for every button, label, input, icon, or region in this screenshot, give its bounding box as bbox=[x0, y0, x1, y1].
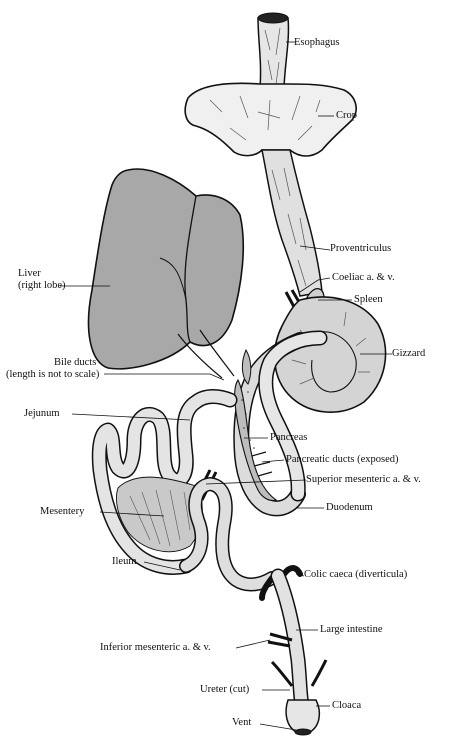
label-spleen: Spleen bbox=[354, 294, 383, 305]
label-liver-sub: (right lobe) bbox=[18, 280, 66, 291]
cloaca bbox=[285, 699, 321, 733]
leader-bile bbox=[104, 373, 225, 381]
leader-superior-mesenteric bbox=[205, 479, 307, 485]
ureter-cut-left bbox=[270, 660, 294, 687]
esophagus-texture bbox=[264, 27, 281, 85]
label-bile-ducts: Bile ducts bbox=[54, 357, 97, 368]
proventriculus-texture bbox=[271, 167, 307, 287]
label-proventriculus: Proventriculus bbox=[330, 243, 392, 254]
label-pancreatic-ducts: Pancreatic ducts (exposed) bbox=[286, 454, 399, 465]
jejunum-coil-main-fill bbox=[93, 390, 236, 574]
pancreas bbox=[234, 378, 278, 502]
label-cloaca: Cloaca bbox=[332, 700, 362, 711]
leader-lines bbox=[60, 41, 392, 731]
gizzard bbox=[273, 296, 387, 413]
large-intestine-fill bbox=[272, 570, 308, 712]
label-pancreas: Pancreas bbox=[270, 432, 308, 443]
liver-lobe-edge bbox=[159, 257, 187, 301]
colic-caecum-left bbox=[259, 575, 275, 601]
label-ureter: Ureter (cut) bbox=[200, 684, 250, 695]
label-mesentery: Mesentery bbox=[40, 506, 85, 517]
leader-mesentery bbox=[99, 511, 165, 517]
label-liver: Liver bbox=[18, 268, 41, 279]
crop bbox=[184, 82, 357, 157]
bile-duct-2 bbox=[199, 329, 235, 377]
leader-inferior-mesenteric bbox=[235, 639, 271, 649]
bile-duct-1 bbox=[177, 333, 223, 379]
gizzard-tendon bbox=[311, 331, 357, 393]
label-colic-caeca: Colic caeca (diverticula) bbox=[304, 569, 408, 580]
label-duodenum: Duodenum bbox=[326, 502, 373, 513]
vent bbox=[294, 728, 312, 736]
leader-vent bbox=[259, 723, 297, 731]
crop-texture bbox=[209, 95, 321, 141]
esophagus-tube bbox=[257, 17, 290, 89]
pancreas-lobule bbox=[241, 348, 252, 385]
colic-caecum-right bbox=[281, 565, 303, 577]
leader-ileum bbox=[143, 561, 181, 571]
leader-coeliac bbox=[299, 277, 331, 293]
inferior-mesenteric-vessels bbox=[267, 632, 293, 648]
ileum-fill bbox=[180, 478, 278, 590]
leader-proventriculus bbox=[299, 245, 331, 251]
mesentery-striations bbox=[129, 489, 191, 547]
liver-right-lobe bbox=[87, 168, 245, 370]
duodenum-ascending-fill bbox=[259, 332, 326, 500]
esophagus-opening bbox=[257, 12, 289, 24]
label-superior-mesenteric: Superior mesenteric a. & v. bbox=[306, 474, 421, 485]
label-esophagus: Esophagus bbox=[294, 37, 340, 48]
pancreatic-ducts bbox=[251, 451, 273, 477]
leader-jejunum bbox=[71, 413, 191, 421]
label-jejunum: Jejunum bbox=[24, 408, 60, 419]
label-vent: Vent bbox=[232, 717, 252, 728]
leader-colic bbox=[295, 573, 305, 577]
mesentery bbox=[116, 476, 203, 553]
label-large-intestine: Large intestine bbox=[320, 624, 383, 635]
leader-pancreatic-ducts bbox=[261, 459, 285, 463]
label-coeliac: Coeliac a. & v. bbox=[332, 272, 395, 283]
label-bile-ducts-sub: (length is not to scale) bbox=[6, 369, 100, 380]
ureter-cut-right bbox=[310, 659, 328, 687]
label-inferior-mesenteric: Inferior mesenteric a. & v. bbox=[100, 642, 211, 653]
label-gizzard: Gizzard bbox=[392, 348, 426, 359]
label-crop: Crop bbox=[336, 110, 357, 121]
label-ileum: Ileum bbox=[112, 556, 137, 567]
proventriculus bbox=[261, 149, 323, 297]
